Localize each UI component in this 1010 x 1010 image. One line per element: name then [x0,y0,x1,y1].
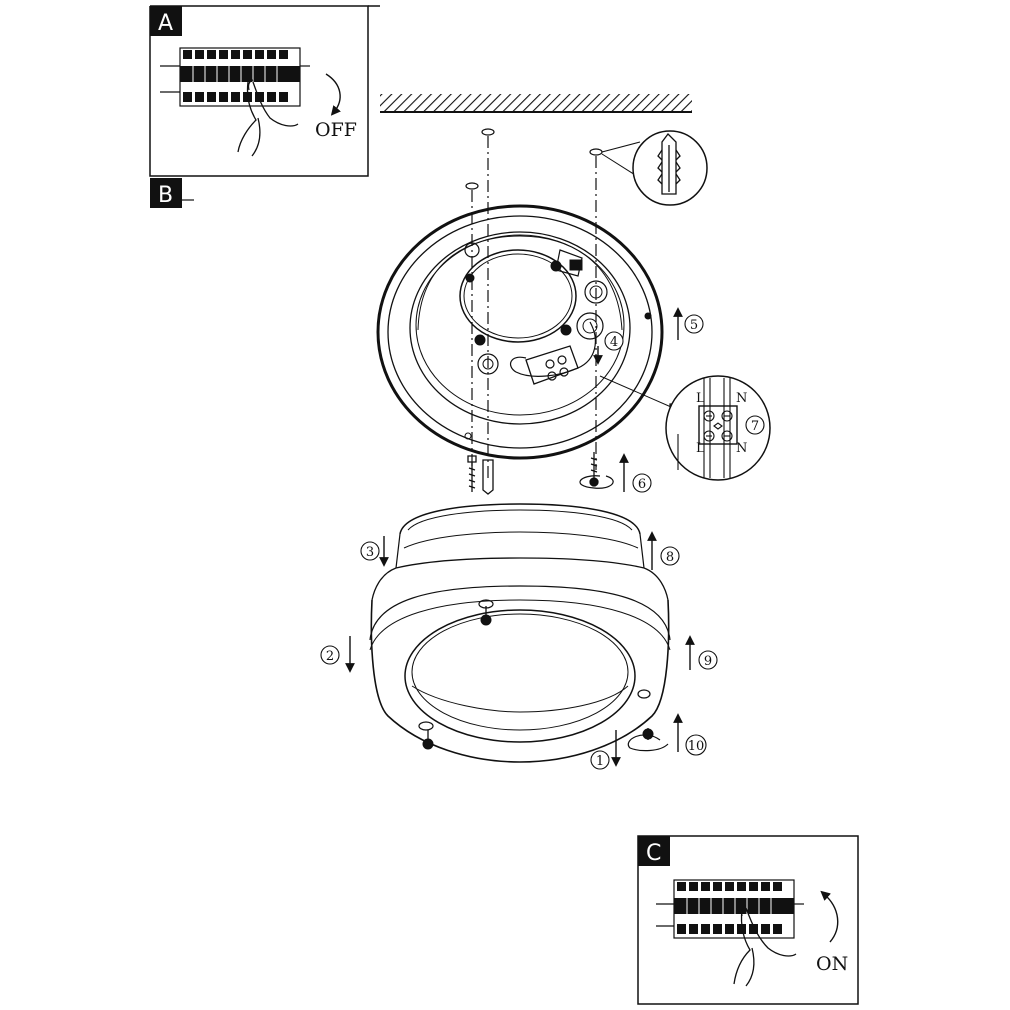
step-5: 5 [684,314,704,334]
ceiling [380,94,692,113]
panel-a-tag: A [158,11,173,36]
off-label: OFF [315,119,357,141]
panel-c: C ON [637,835,859,1005]
step-8-label: 8 [666,550,674,565]
step-5-label: 5 [690,318,698,333]
terminal-neutral-bottom: N [736,441,747,456]
base-plate [376,204,679,460]
step-2: 2 [320,645,340,665]
step-4: 4 [604,331,624,351]
breaker-panel-off [160,47,310,107]
step-6-label: 6 [638,477,646,492]
on-label: ON [816,953,848,975]
hand-icon [733,905,797,987]
step-6: 6 [632,473,652,493]
step-arrows [345,307,695,767]
panel-b-tag: B [158,183,173,208]
step-7-label: 7 [751,419,759,434]
switch-on-arrow [820,890,839,943]
fixing-screws [467,452,614,495]
panel-b: B [150,178,194,208]
step-9-label: 9 [704,654,712,669]
switch-off-arrow [325,73,341,116]
step-4-label: 4 [610,335,618,350]
step-3: 3 [360,541,380,561]
step-numbers: 1 2 3 4 5 6 7 8 [320,314,765,770]
step-8: 8 [660,546,680,566]
terminal-detail: L N L N [665,375,771,481]
step-3-label: 3 [366,545,374,560]
light-shade [369,503,671,763]
wall-plug-icon [657,133,681,195]
terminal-neutral-top: N [736,391,747,406]
step-10: 10 [685,734,707,756]
step-1: 1 [590,750,610,770]
step-7: 7 [745,415,765,435]
step-10-label: 10 [688,739,705,754]
terminal-live-top: L [696,391,705,406]
step-1-label: 1 [596,754,604,769]
drill-holes [465,128,603,480]
panel-a: A OFF [149,5,380,177]
hand-icon [237,79,299,157]
panel-c-tag: C [646,841,661,866]
step-2-label: 2 [326,649,334,664]
terminal-live-bottom: L [696,441,705,456]
breaker-panel-on [656,879,804,939]
panel-a-tag-box [150,6,182,36]
wall-plug-detail [601,130,708,206]
step-9: 9 [698,650,718,670]
